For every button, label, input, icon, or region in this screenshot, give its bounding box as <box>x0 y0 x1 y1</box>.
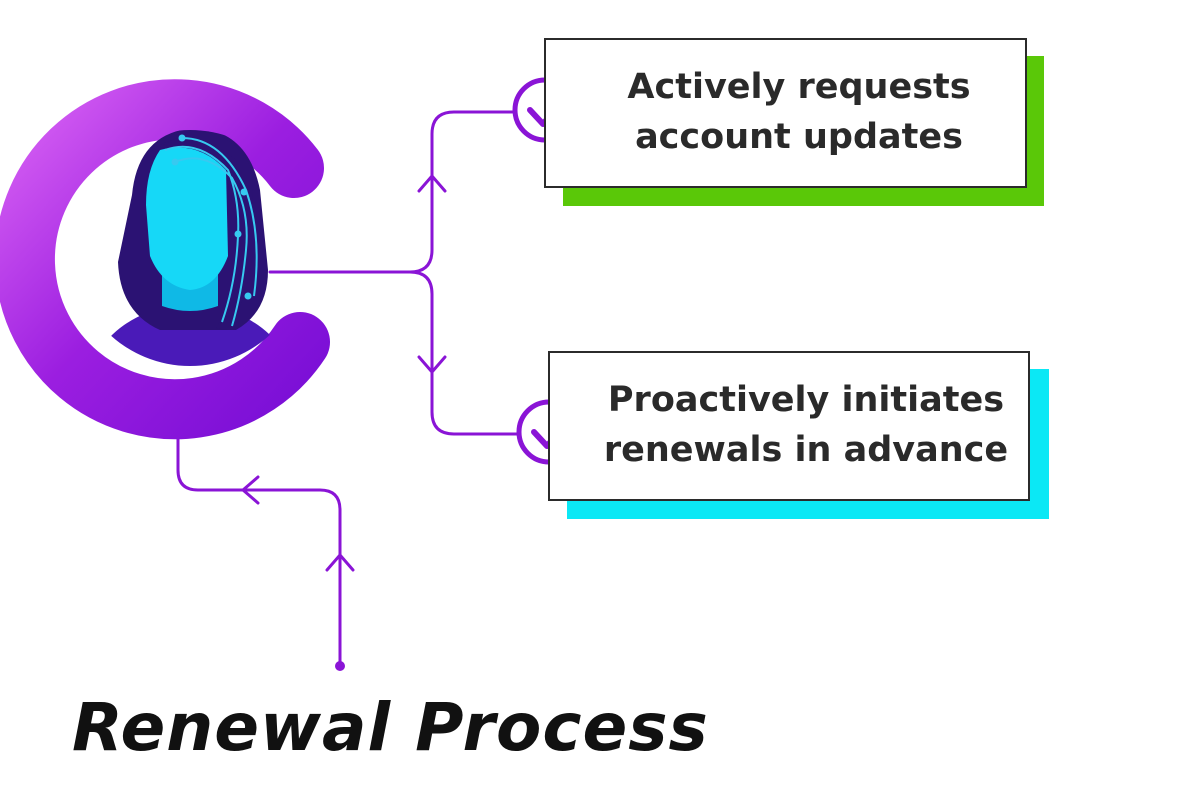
card-label: Actively requests account updates <box>584 62 1014 162</box>
diagram-title: Renewal Process <box>72 689 709 766</box>
card-label-line: Proactively initiates <box>607 380 1005 420</box>
arrow-up-top-branch <box>417 174 447 193</box>
card-label: Proactively initiates renewals in advanc… <box>586 375 1026 475</box>
arrow-left-bottom-feed <box>241 475 260 505</box>
card-label-line: renewals in advance <box>603 430 1009 470</box>
connector-junction-down <box>408 270 522 436</box>
connector-avatar-to-junction <box>268 110 517 274</box>
card-box <box>544 38 1027 188</box>
connector-bottom-feed <box>176 434 342 667</box>
connector-start-dot <box>335 661 345 671</box>
c-ring <box>0 79 330 440</box>
arrow-down-bottom-branch <box>417 355 447 374</box>
card-renewals: Proactively initiates renewals in advanc… <box>548 351 1049 519</box>
card-label-line: Actively requests <box>627 67 971 107</box>
card-box <box>548 351 1030 501</box>
arrow-up-bottom-feed <box>325 553 355 572</box>
connectors <box>176 110 522 667</box>
card-label-line: account updates <box>635 117 963 157</box>
card-account-updates: Actively requests account updates <box>544 38 1044 206</box>
